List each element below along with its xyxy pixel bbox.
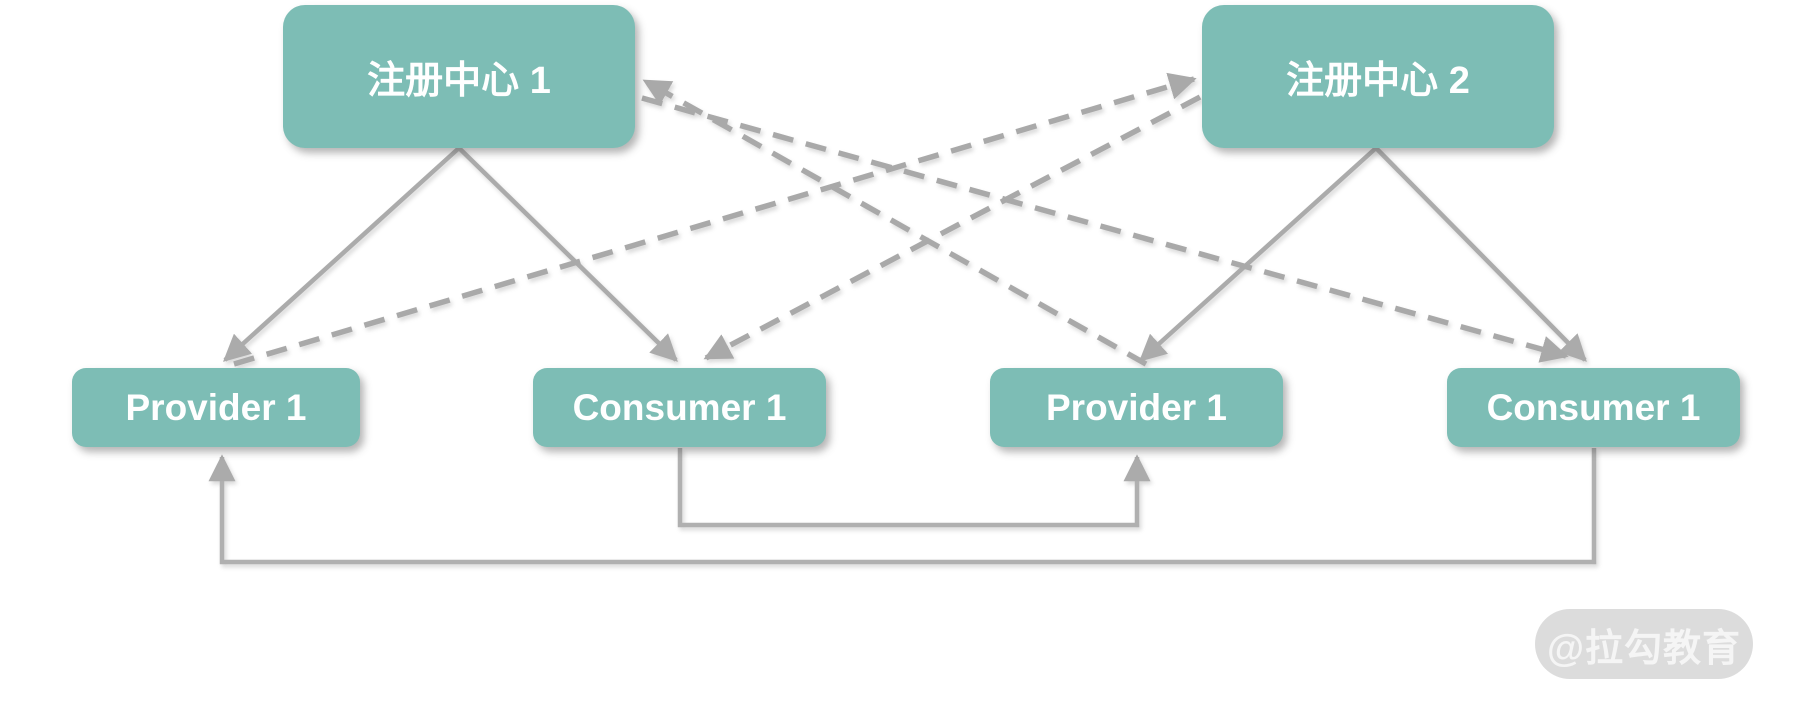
- watermark-badge: @拉勾教育: [1535, 609, 1753, 679]
- node-provider-left-label: Provider 1: [125, 386, 307, 428]
- node-provider-right: Provider 1: [990, 368, 1283, 447]
- node-provider-right-label: Provider 1: [1046, 386, 1227, 428]
- edge-registry2-to-consumer-right: [1374, 146, 1587, 362]
- node-provider-left: Provider 1: [72, 368, 360, 447]
- edge-consumer-left-to-provider-right: [677, 448, 1151, 528]
- edge-registry1-to-provider-left: [222, 146, 461, 362]
- node-registry-2-label: 注册中心 2: [1286, 60, 1470, 102]
- node-consumer-left: Consumer 1: [533, 368, 826, 447]
- watermark-text: @拉勾教育: [1546, 627, 1742, 670]
- node-consumer-left-label: Consumer 1: [572, 386, 787, 428]
- edge-registry1-to-consumer-left: [457, 146, 678, 362]
- node-consumer-right: Consumer 1: [1447, 368, 1740, 447]
- edge-registry1-to-consumer-right: [641, 95, 1569, 363]
- edge-consumer-right-to-provider-left: [208, 448, 1597, 565]
- node-registry-2: 注册中心 2: [1202, 5, 1554, 148]
- edge-provider-right-to-registry1: [642, 78, 1148, 367]
- edge-registry2-to-consumer-left: [703, 94, 1202, 361]
- node-registry-1: 注册中心 1: [283, 5, 635, 148]
- edge-registry2-to-provider-right: [1138, 146, 1378, 362]
- edge-provider-left-to-registry2: [233, 72, 1197, 367]
- node-consumer-right-label: Consumer 1: [1486, 386, 1701, 428]
- node-registry-1-label: 注册中心 1: [367, 60, 551, 102]
